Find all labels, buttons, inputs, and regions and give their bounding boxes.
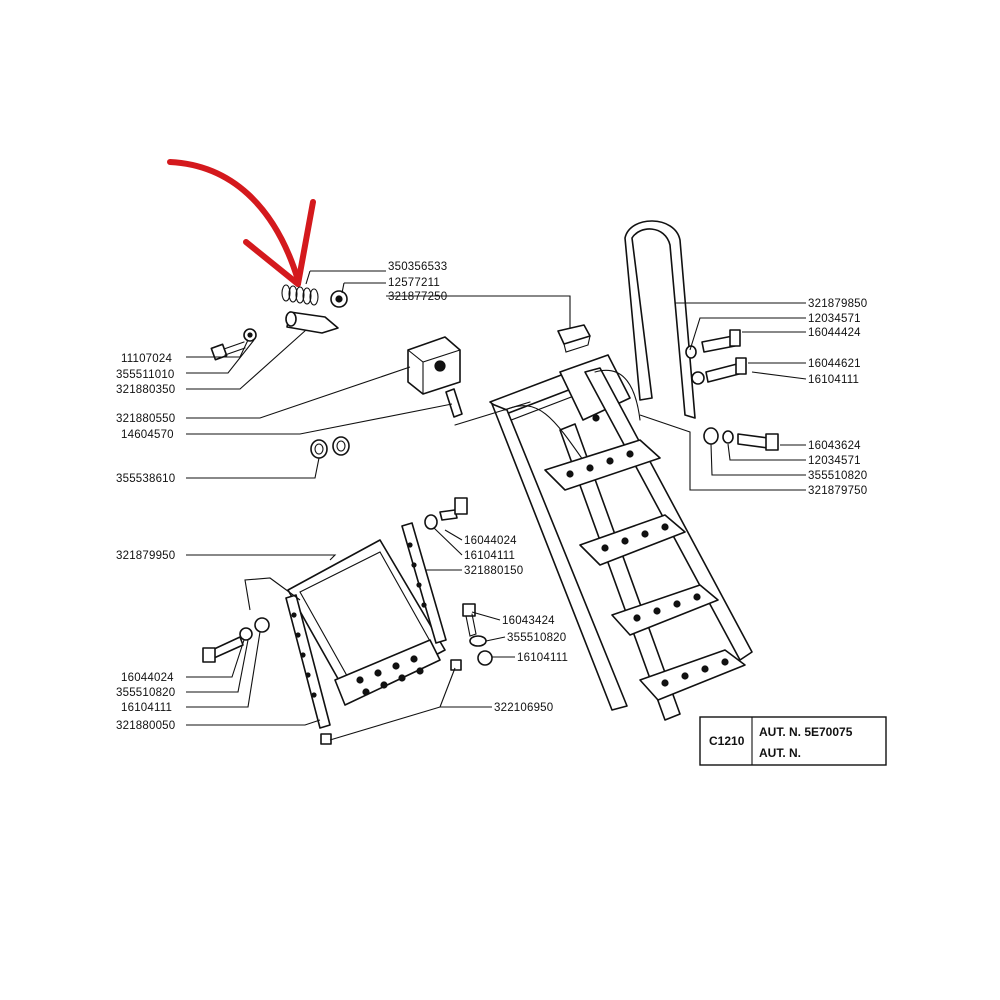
label-12577211: 12577211 [388, 277, 440, 289]
label-16043424: 16043424 [502, 615, 555, 627]
label-16044024-b: 16044024 [121, 672, 174, 684]
red-arrow-icon [167, 159, 316, 287]
label-14604570: 14604570 [121, 429, 174, 441]
label-321877250: 321877250 [388, 291, 447, 303]
reference-box: C1210 AUT. N. 5E70075 AUT. N. [699, 716, 887, 766]
spring-part [281, 284, 319, 306]
label-321880150: 321880150 [464, 565, 523, 577]
label-321880350: 321880350 [116, 384, 175, 396]
label-16043624: 16043624 [808, 440, 861, 452]
folding-step-part [285, 522, 447, 729]
pin-part [285, 311, 339, 334]
lower-fasteners [202, 497, 493, 745]
label-16104111-c: 16104111 [121, 702, 172, 714]
label-321879850: 321879850 [808, 298, 867, 310]
roll-pin-part [445, 388, 463, 418]
part-labels: 350356533 12577211 321877250 11107024 35… [116, 261, 867, 732]
label-350356533: 350356533 [388, 261, 447, 273]
label-16104111-b: 16104111 [517, 652, 568, 664]
label-322106950: 322106950 [494, 702, 553, 714]
handle-fasteners [685, 329, 779, 451]
label-16044621: 16044621 [808, 358, 861, 370]
label-321880550: 321880550 [116, 413, 175, 425]
label-321880050: 321880050 [116, 720, 175, 732]
block-part [407, 336, 461, 395]
reference-code: C1210 [709, 734, 745, 748]
label-355510820-b: 355510820 [116, 687, 175, 699]
reference-line-2: AUT. N. [759, 746, 801, 760]
label-321879750: 321879750 [808, 485, 867, 497]
main-ladder-part [454, 354, 753, 721]
label-355511010: 355511010 [116, 369, 175, 381]
label-16104111-a: 16104111 [464, 550, 515, 562]
label-355510820-c: 355510820 [808, 470, 867, 482]
clip-part [557, 324, 591, 353]
bolt-part [210, 328, 257, 361]
label-16104111-d: 16104111 [808, 374, 859, 386]
label-12034571-a: 12034571 [808, 313, 861, 325]
label-16044424: 16044424 [808, 327, 861, 339]
label-12034571-b: 12034571 [808, 455, 861, 467]
label-355510820-a: 355510820 [507, 632, 566, 644]
label-11107024: 11107024 [121, 353, 172, 365]
reference-box-frame [699, 716, 887, 766]
handle-part [624, 220, 696, 419]
reference-line-1: AUT. N. 5E70075 [759, 725, 853, 739]
label-355538610: 355538610 [116, 473, 175, 485]
rings-part [310, 436, 350, 459]
label-321879950: 321879950 [116, 550, 175, 562]
bushing-part [330, 290, 348, 308]
label-16044024-a: 16044024 [464, 535, 517, 547]
leader-lines [186, 270, 807, 741]
